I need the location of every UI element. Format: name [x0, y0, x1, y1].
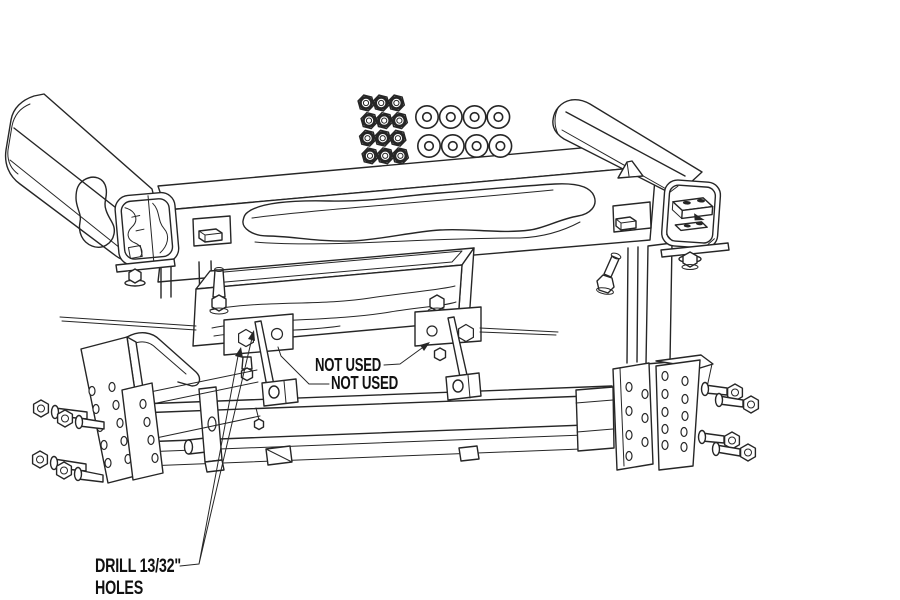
right-clamp-round-hole	[426, 325, 438, 337]
beam-window-left	[192, 215, 232, 247]
left-mounting-bolts	[31, 399, 105, 483]
leader-line-not-used-bottom	[277, 346, 330, 385]
not-used-bottom-label: NOT USED	[331, 373, 398, 393]
right-arm-tube	[552, 98, 703, 197]
left-strap	[253, 320, 299, 431]
support-legs	[160, 246, 639, 364]
leader-line-not-used-top	[383, 347, 423, 366]
right-clamp-plate	[414, 306, 482, 362]
drill-holes-label-line1: DRILL 13/32"	[95, 556, 181, 577]
hex-nuts-group	[357, 94, 410, 165]
right-leg-plate	[645, 242, 673, 365]
left-arm-cutout	[75, 176, 116, 248]
right-cross-rod	[479, 327, 559, 336]
hitch-rail	[136, 362, 654, 473]
right-frame-bracket	[655, 354, 714, 471]
washers-group	[414, 105, 513, 159]
left-cap-nut	[124, 268, 146, 287]
drill-holes-label-line2: HOLES	[95, 578, 143, 599]
beam-bolt-right	[596, 252, 622, 295]
left-frame-bracket	[80, 332, 261, 484]
beam-cutout	[242, 183, 596, 242]
beam-top-tab	[617, 160, 644, 179]
right-tube-end-cap	[661, 179, 722, 249]
main-crossmember-beam	[157, 141, 657, 283]
right-strap	[445, 316, 482, 401]
annotation-not-used-bottom: NOT USED	[277, 346, 399, 393]
not-used-top-label: NOT USED	[315, 355, 381, 375]
left-cross-rod	[59, 316, 197, 331]
right-mounting-bolts	[697, 381, 760, 462]
leader-arrow-not-used-top	[420, 342, 430, 351]
left-tube-end-cap	[114, 191, 180, 266]
left-clamp-round-hole	[270, 327, 284, 341]
leader-line-drill	[179, 337, 253, 567]
right-clamp-hex-hole	[458, 323, 474, 343]
leader-arrow-drill-2	[248, 330, 255, 341]
leader-arrow-drill-1	[235, 347, 243, 358]
right-cap-nut	[678, 251, 702, 270]
annotation-not-used-top: NOT USED	[315, 342, 430, 375]
beam-window-right	[612, 201, 652, 233]
annotation-drill-holes: DRILL 13/32" HOLES	[95, 330, 255, 599]
